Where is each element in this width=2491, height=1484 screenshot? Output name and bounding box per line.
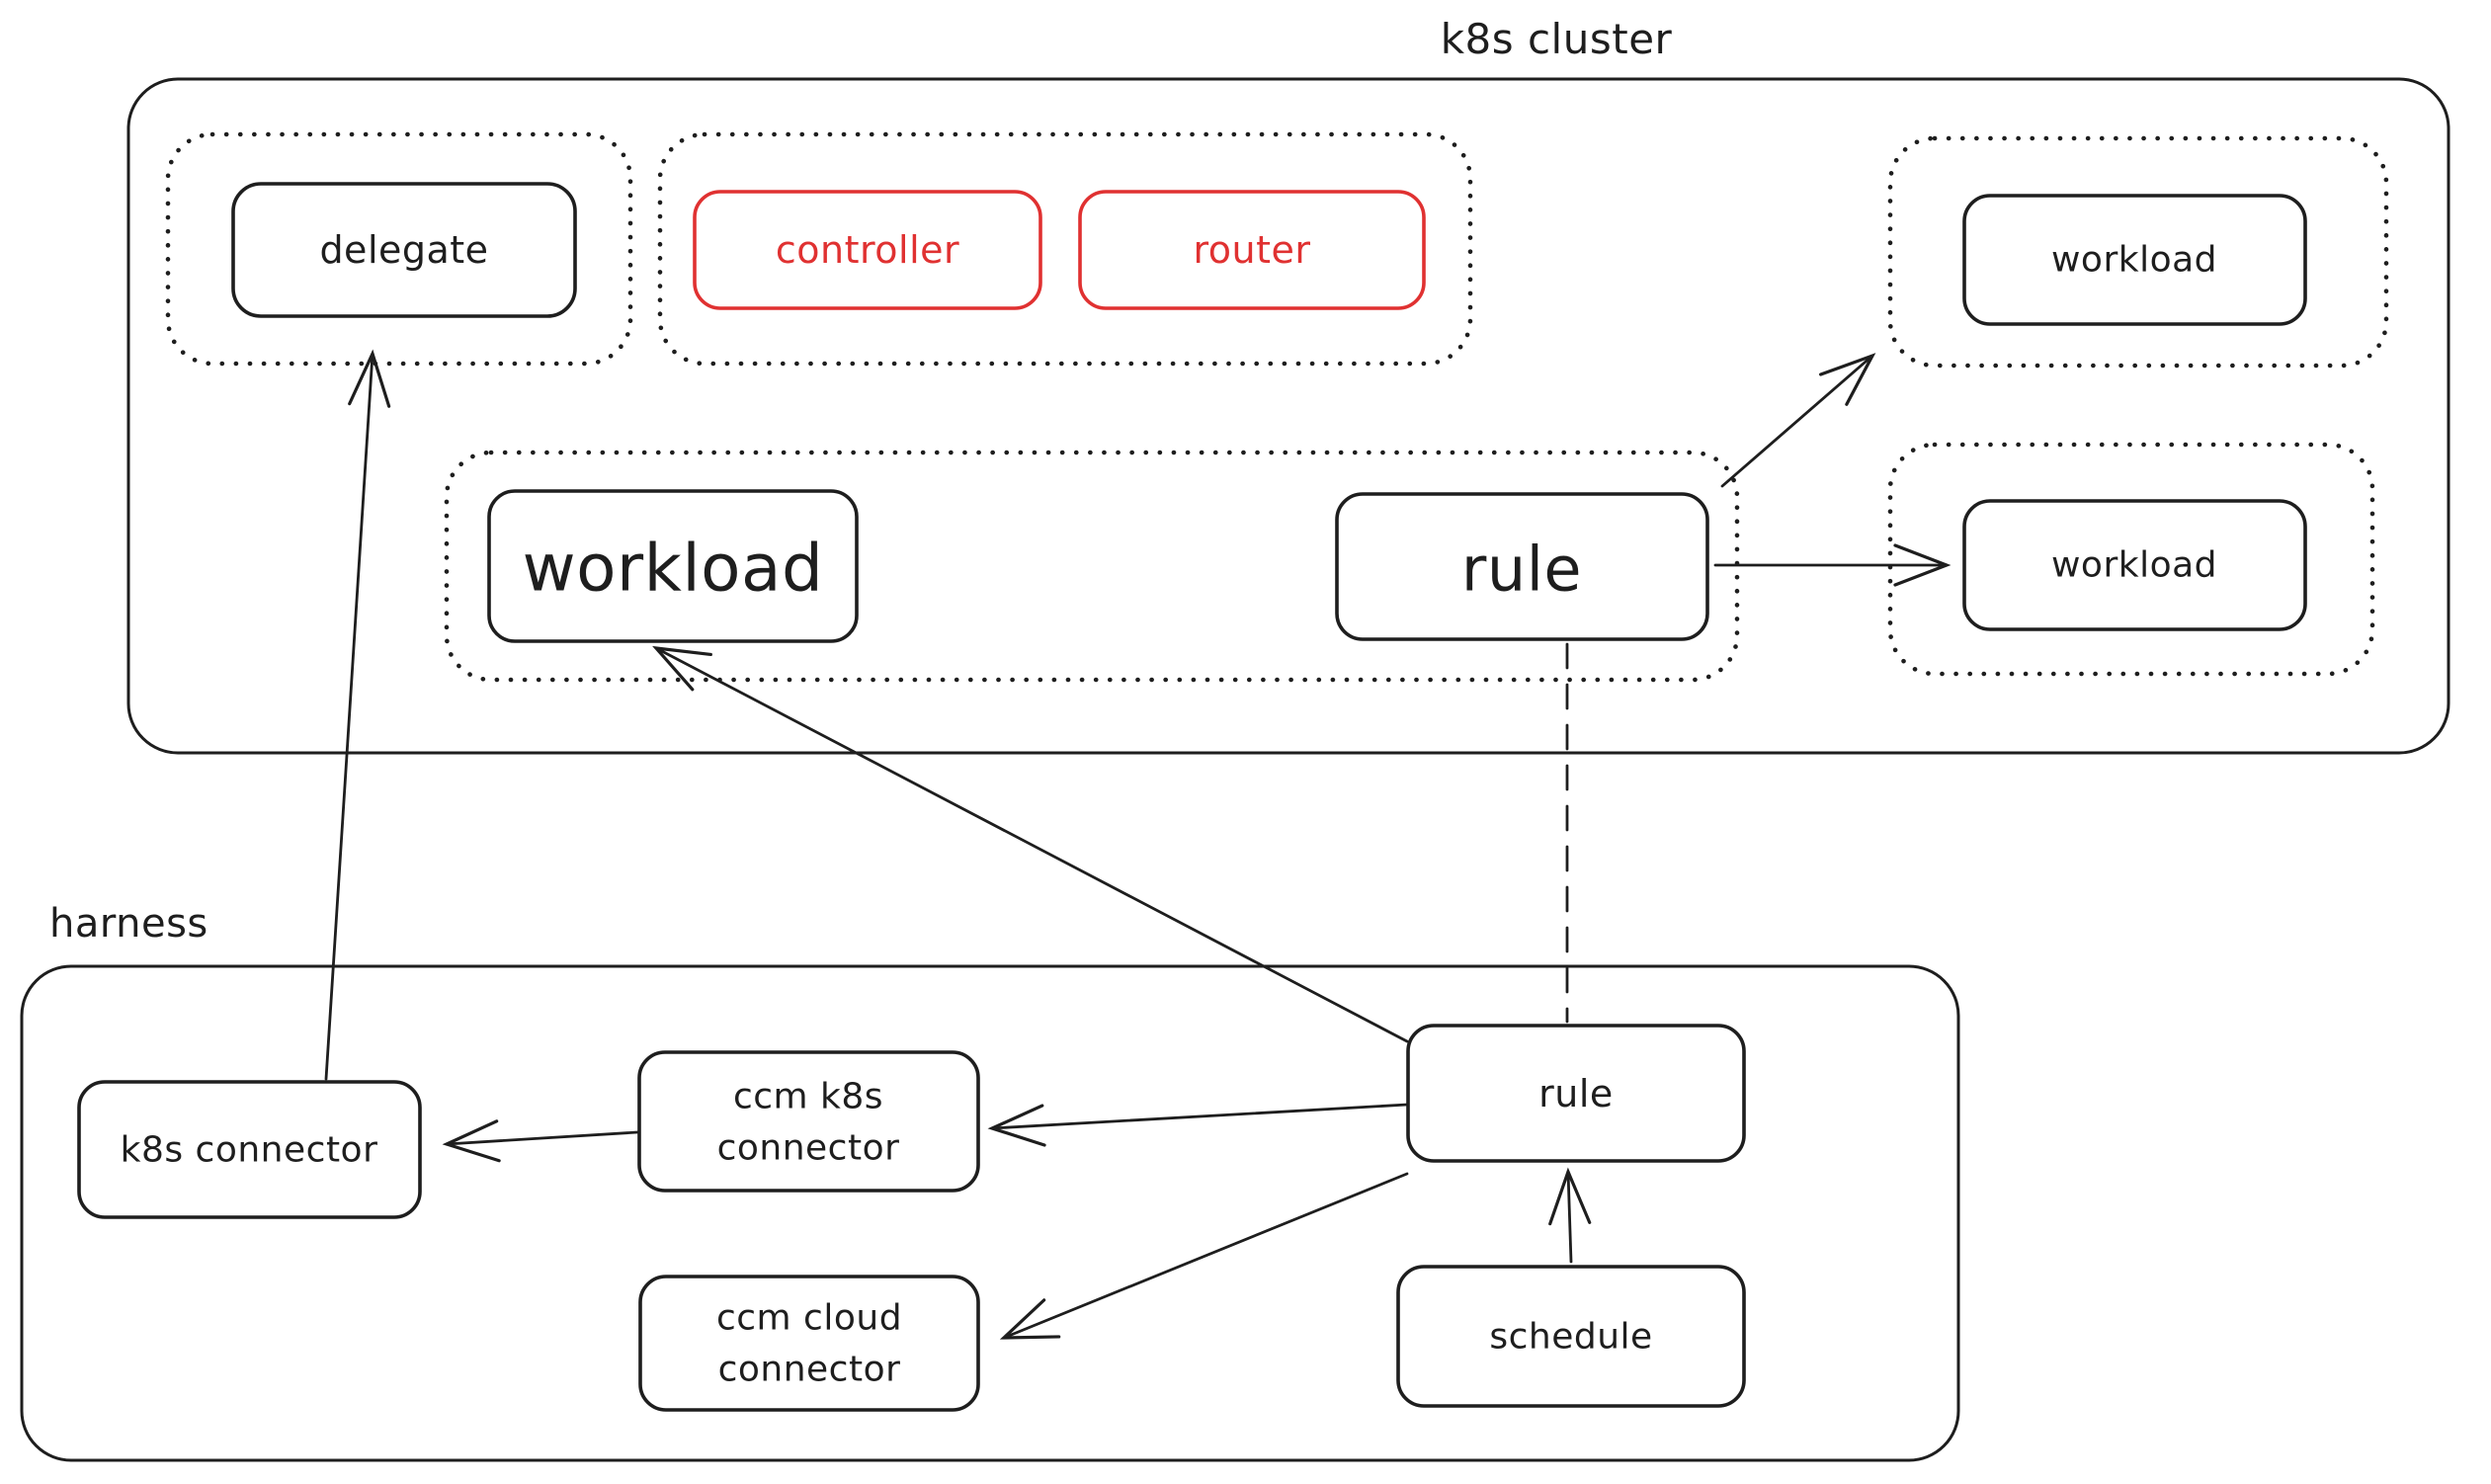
edge-k8s-connector-to-delegate [324, 349, 391, 1081]
workload-top-right-label: workload [2051, 240, 2217, 281]
node-controller: controller [693, 190, 1042, 310]
schedule-label: schedule [1489, 1317, 1652, 1358]
node-ccm-cloud-connector: ccm cloud connector [638, 1275, 980, 1412]
edge-rule-harness-to-ccm-cloud-connector [999, 1172, 1409, 1340]
schedule-box [1396, 1265, 1746, 1408]
harness-label: harness [49, 901, 208, 947]
node-router: router [1078, 190, 1426, 310]
delegate-box [231, 182, 577, 318]
k8s-cluster-label: k8s cluster [1441, 15, 1673, 63]
harness-container [20, 964, 1960, 1462]
ccm-cloud-connector-label-line2: connector [718, 1350, 901, 1390]
k8s-connector-label: k8s connector [121, 1130, 378, 1171]
ccm-k8s-connector-label-line1: ccm k8s [733, 1077, 883, 1117]
workload-mid-right-box [1962, 499, 2307, 631]
workload-top-right-box [1962, 194, 2307, 326]
workload-main-label: workload [523, 531, 824, 607]
node-ccm-k8s-connector: ccm k8s connector [637, 1050, 980, 1193]
workload-rule-group-outline [444, 450, 1740, 683]
rule-harness-label: rule [1538, 1072, 1614, 1115]
controller-router-group-outline [657, 131, 1473, 367]
node-schedule: schedule [1396, 1265, 1746, 1408]
node-k8s-connector: k8s connector [77, 1080, 422, 1219]
ccm-k8s-connector-box [637, 1050, 980, 1193]
rule-cluster-label: rule [1461, 534, 1582, 606]
delegate-label: delegate [319, 228, 488, 272]
k8s-connector-box [77, 1080, 422, 1219]
edge-ccm-k8s-connector-to-k8s-connector [442, 1119, 639, 1163]
edge-rule-cluster-to-workload-top-right [1720, 353, 1876, 488]
k8s-cluster-container [126, 77, 2450, 755]
node-delegate: delegate [231, 182, 577, 318]
ccm-k8s-connector-label-line2: connector [717, 1128, 900, 1169]
rule-cluster-box [1335, 492, 1709, 641]
workload-mid-right-group-outline [1887, 442, 2375, 677]
node-workload-top-right: workload [1962, 194, 2307, 326]
node-workload-main: workload [487, 489, 859, 643]
delegate-group-outline [165, 131, 633, 367]
router-box [1078, 190, 1426, 310]
workload-mid-right-label: workload [2051, 545, 2217, 586]
ccm-cloud-connector-label-line1: ccm cloud [716, 1298, 902, 1339]
node-rule-harness: rule [1406, 1024, 1746, 1163]
edge-schedule-to-rule-harness [1548, 1167, 1592, 1264]
router-label: router [1193, 228, 1310, 272]
node-rule-cluster: rule [1335, 492, 1709, 641]
rule-harness-box [1406, 1024, 1746, 1163]
node-workload-mid-right: workload [1962, 499, 2307, 631]
controller-label: controller [776, 228, 959, 272]
edge-rule-harness-to-ccm-k8s-connector [987, 1103, 1409, 1147]
workload-main-box [487, 489, 859, 643]
ccm-cloud-connector-box [638, 1275, 980, 1412]
edge-rule-harness-to-workload-main [652, 645, 1409, 1043]
controller-box [693, 190, 1042, 310]
